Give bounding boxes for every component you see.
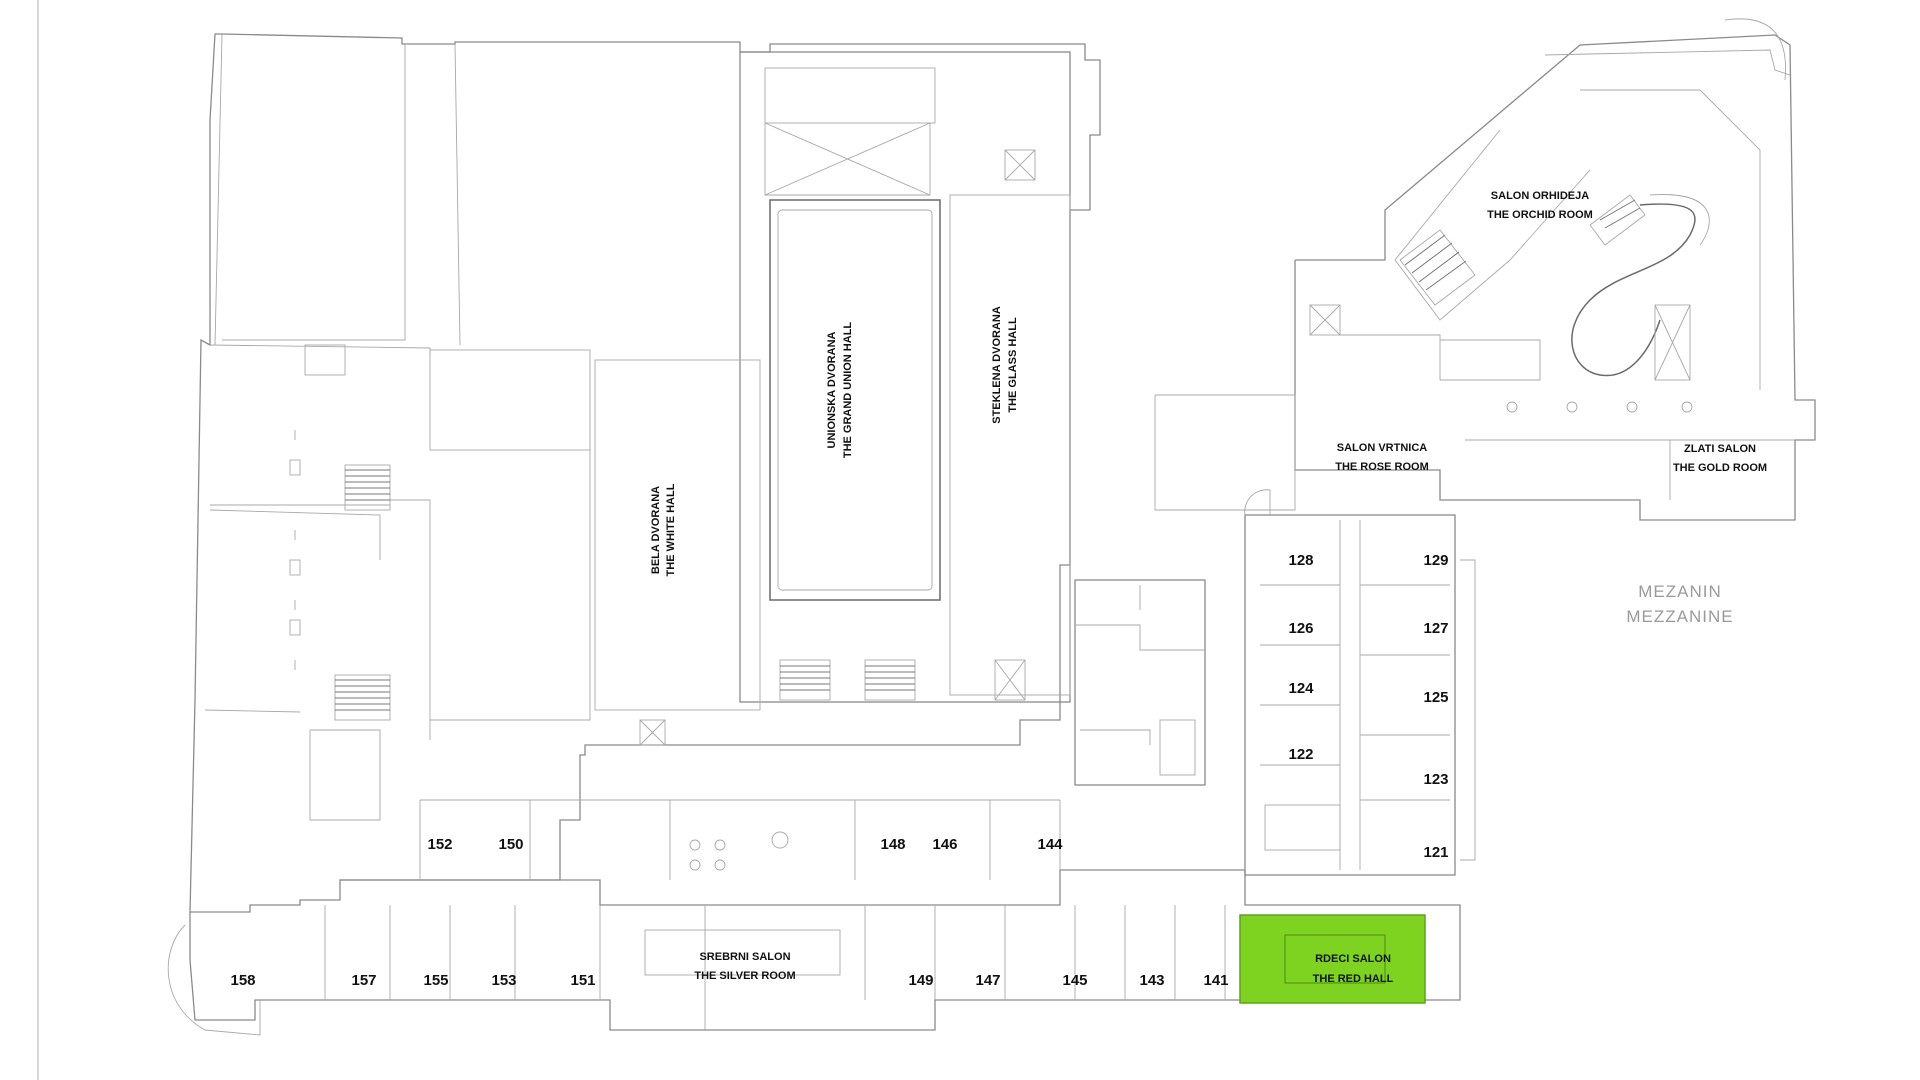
room-141: 141 — [1203, 972, 1228, 989]
floor-label-en: MEZZANINE — [1626, 607, 1733, 626]
left-wing — [189, 33, 1101, 913]
white-hall-label-sr: BELA DVORANA — [650, 486, 662, 574]
room-121: 121 — [1423, 844, 1448, 861]
room-152: 152 — [427, 836, 452, 853]
silver-room-label-en: THE SILVER ROOM — [694, 970, 795, 982]
south-row — [167, 799, 1461, 1036]
red-hall[interactable] — [1239, 914, 1426, 1004]
room-126: 126 — [1288, 620, 1313, 637]
northeast-wing — [1154, 18, 1816, 521]
orchid-room-label-sr: SALON ORHIDEJA — [1491, 190, 1589, 202]
silver-room-label-sr: SREBRNI SALON — [699, 951, 790, 963]
room-numbers: 128 129 126 127 124 125 122 123 121 152 … — [230, 552, 1448, 989]
glass-hall-label-en: THE GLASS HALL — [1007, 317, 1019, 413]
stairs — [334, 464, 391, 721]
room-146: 146 — [932, 836, 957, 853]
room-153: 153 — [491, 972, 516, 989]
room-155: 155 — [423, 972, 448, 989]
red-hall-label-sr[interactable]: RDECI SALON — [1315, 953, 1391, 965]
room-149: 149 — [908, 972, 933, 989]
grand-union-hall-label-en: THE GRAND UNION HALL — [842, 322, 854, 459]
room-127: 127 — [1423, 620, 1448, 637]
floor-label-sr: MEZANIN — [1638, 582, 1722, 601]
room-148: 148 — [880, 836, 905, 853]
stairs — [779, 659, 916, 701]
rose-room-label-en: THE ROSE ROOM — [1335, 461, 1429, 473]
stairs — [1399, 194, 1646, 306]
room-143: 143 — [1139, 972, 1164, 989]
room-125: 125 — [1423, 689, 1448, 706]
room-144: 144 — [1037, 836, 1063, 853]
room-124: 124 — [1288, 680, 1314, 697]
east-wing — [1244, 489, 1476, 876]
room-129: 129 — [1423, 552, 1448, 569]
room-147: 147 — [975, 972, 1000, 989]
room-123: 123 — [1423, 771, 1448, 788]
gold-room-label-sr: ZLATI SALON — [1684, 443, 1756, 455]
hall-labels: UNIONSKA DVORANA THE GRAND UNION HALL BE… — [650, 190, 1767, 985]
room-145: 145 — [1062, 972, 1087, 989]
room-158: 158 — [230, 972, 255, 989]
orchid-room-label-en: THE ORCHID ROOM — [1487, 209, 1593, 221]
room-122: 122 — [1288, 746, 1313, 763]
white-hall-label-en: THE WHITE HALL — [665, 483, 677, 576]
room-151: 151 — [570, 972, 595, 989]
room-157: 157 — [351, 972, 376, 989]
room-128: 128 — [1288, 552, 1313, 569]
red-hall-label-en[interactable]: THE RED HALL — [1313, 973, 1394, 985]
glass-hall-label-sr: STEKLENA DVORANA — [991, 306, 1003, 424]
room-150: 150 — [498, 836, 523, 853]
gold-room-label-en: THE GOLD ROOM — [1673, 462, 1767, 474]
rose-room-label-sr: SALON VRTNICA — [1337, 442, 1428, 454]
grand-union-hall-label-sr: UNIONSKA DVORANA — [826, 331, 838, 448]
central-halls — [594, 51, 1071, 746]
service-block — [1074, 579, 1206, 786]
